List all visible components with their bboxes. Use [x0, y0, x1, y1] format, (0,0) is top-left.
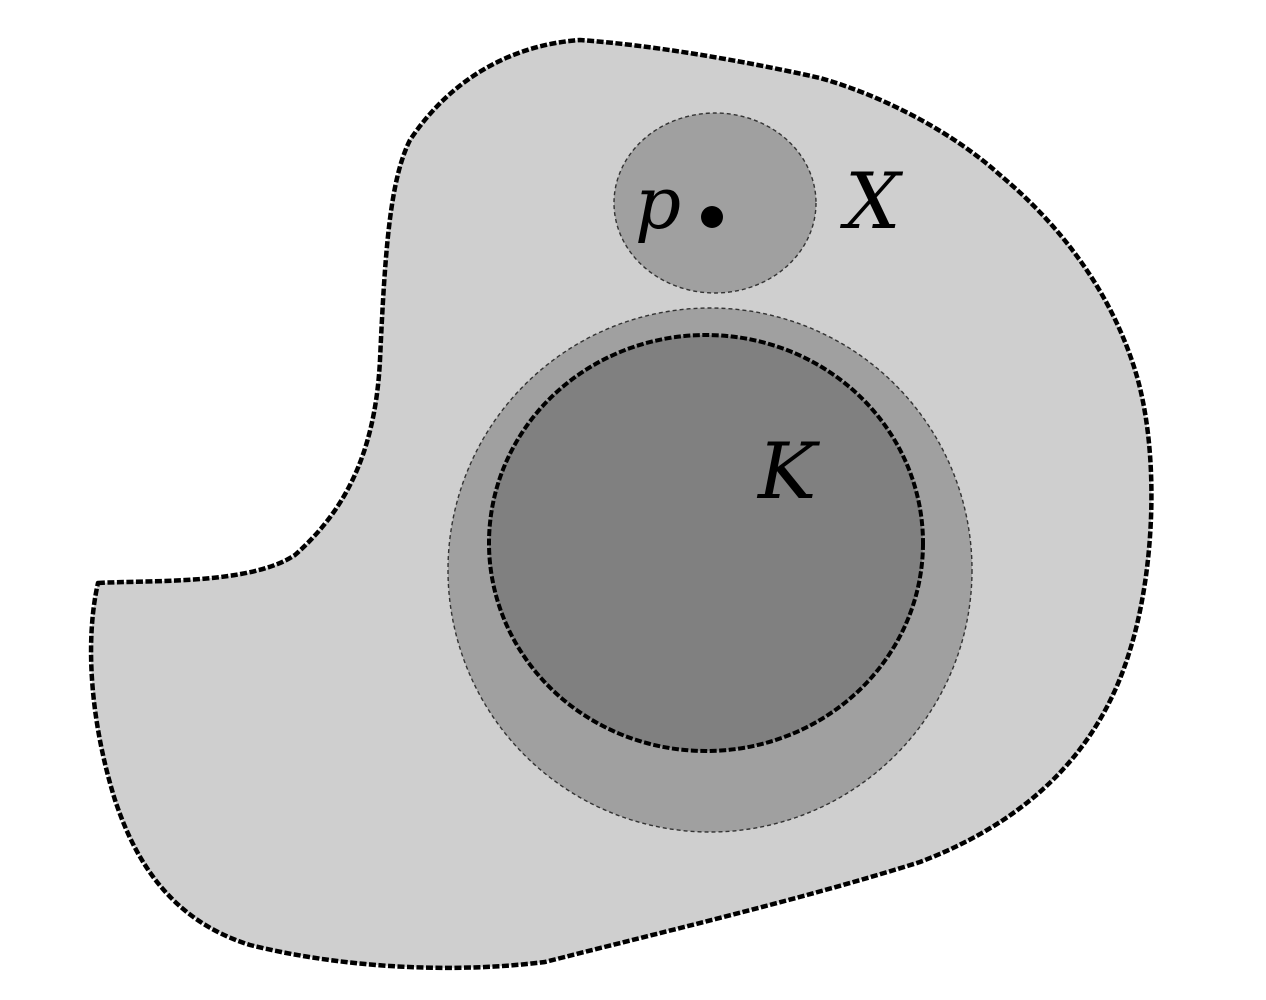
label-point-p: p — [635, 161, 681, 245]
compact-set-k — [487, 333, 925, 753]
label-compact-set-k: K — [756, 427, 821, 517]
point-p-dot — [701, 206, 723, 228]
neighborhood-of-p — [613, 112, 817, 294]
label-space-x: X — [839, 157, 904, 247]
